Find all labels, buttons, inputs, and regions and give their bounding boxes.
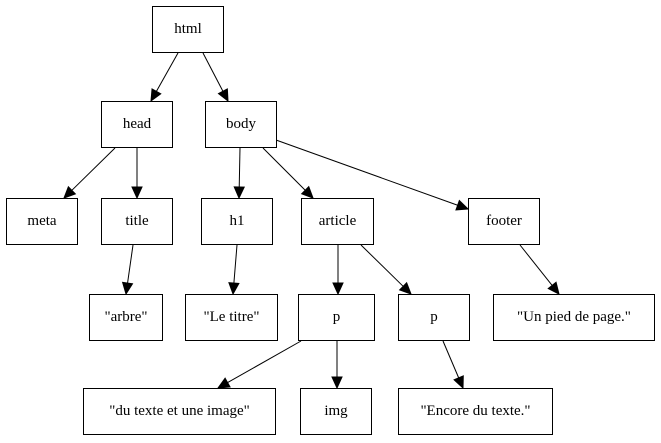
arrowhead-body-to-footer [455,199,470,211]
edge-body-to-h1 [238,147,241,188]
edge-h1-to-le-titre [233,244,238,284]
arrowhead-p1-to-img [331,376,343,390]
node-head: head [101,101,173,148]
node-text-du-texte: "du texte et une image" [83,388,276,435]
arrowhead-footer-to-pied [547,281,560,295]
edge-article-to-p2 [360,244,404,287]
arrowhead-p2-to-encore [453,375,464,390]
arrowhead-body-to-h1 [233,186,246,200]
node-article: article [301,198,374,245]
node-html: html [152,6,224,53]
edge-body-to-article [262,147,306,191]
node-text-le-titre: "Le titre" [185,294,278,341]
edge-html-to-body [202,52,224,92]
node-text-encore: "Encore du texte." [398,388,553,435]
arrowhead-article-to-p2 [398,281,412,295]
arrowhead-p1-to-du-texte [216,377,231,389]
node-p-second: p [398,294,470,341]
edge-p1-to-du-texte [227,340,302,384]
arrowhead-html-to-head [150,88,162,103]
node-text-pied-de-page: "Un pied de page." [493,294,655,341]
edge-html-to-head [155,52,179,92]
arrowhead-head-to-meta [63,185,77,199]
arrowhead-article-to-p1 [332,282,344,296]
arrowhead-h1-to-le-titre [228,282,240,296]
arrowhead-html-to-body [217,88,229,103]
edge-title-to-arbre [127,244,134,284]
arrowhead-title-to-arbre [121,281,134,296]
node-title: title [101,198,173,245]
arrowhead-head-to-title [131,186,143,200]
node-footer: footer [468,198,540,245]
edge-head-to-meta [71,147,116,191]
edge-footer-to-pied [519,244,553,286]
node-body: body [205,101,277,148]
node-h1: h1 [201,198,273,245]
node-p-first: p [298,294,375,341]
arrowhead-body-to-article [300,185,314,199]
edge-p2-to-encore [442,340,460,379]
edge-body-to-footer [275,139,458,206]
node-meta: meta [6,198,78,245]
node-img: img [300,388,372,435]
node-text-arbre: "arbre" [89,294,163,341]
